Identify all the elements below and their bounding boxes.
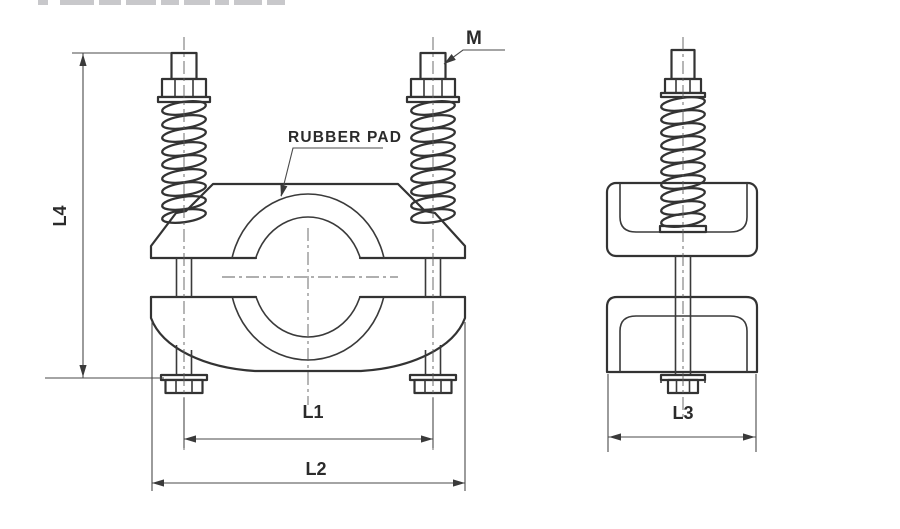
dimension-l1: L1 [183, 398, 434, 448]
bolt-shank-left [175, 258, 193, 375]
cropped-text-fragment [38, 0, 285, 5]
rubber-pad-label: RUBBER PAD [288, 129, 402, 146]
dim-l2-label: L2 [305, 459, 326, 479]
front-view [149, 37, 467, 450]
dimension-l2: L2 [151, 322, 466, 491]
upper-clamp-half [149, 182, 467, 260]
dim-l1-label: L1 [302, 402, 323, 422]
thread-label: M [466, 28, 482, 49]
side-upper-block [605, 181, 759, 258]
side-lower-block [605, 295, 759, 374]
thread-callout: M [441, 28, 505, 67]
bolt-shank-right [424, 258, 442, 375]
dimension-l4: L4 [45, 52, 171, 379]
dim-l4-label: L4 [50, 205, 70, 226]
rubber-pad-ring-upper [231, 193, 385, 259]
dim-l3-label: L3 [672, 403, 693, 423]
rubber-pad-callout: RUBBER PAD [277, 129, 402, 198]
side-view [605, 37, 759, 420]
dimension-l3: L3 [607, 374, 757, 452]
side-bolt-shaft [674, 256, 692, 375]
